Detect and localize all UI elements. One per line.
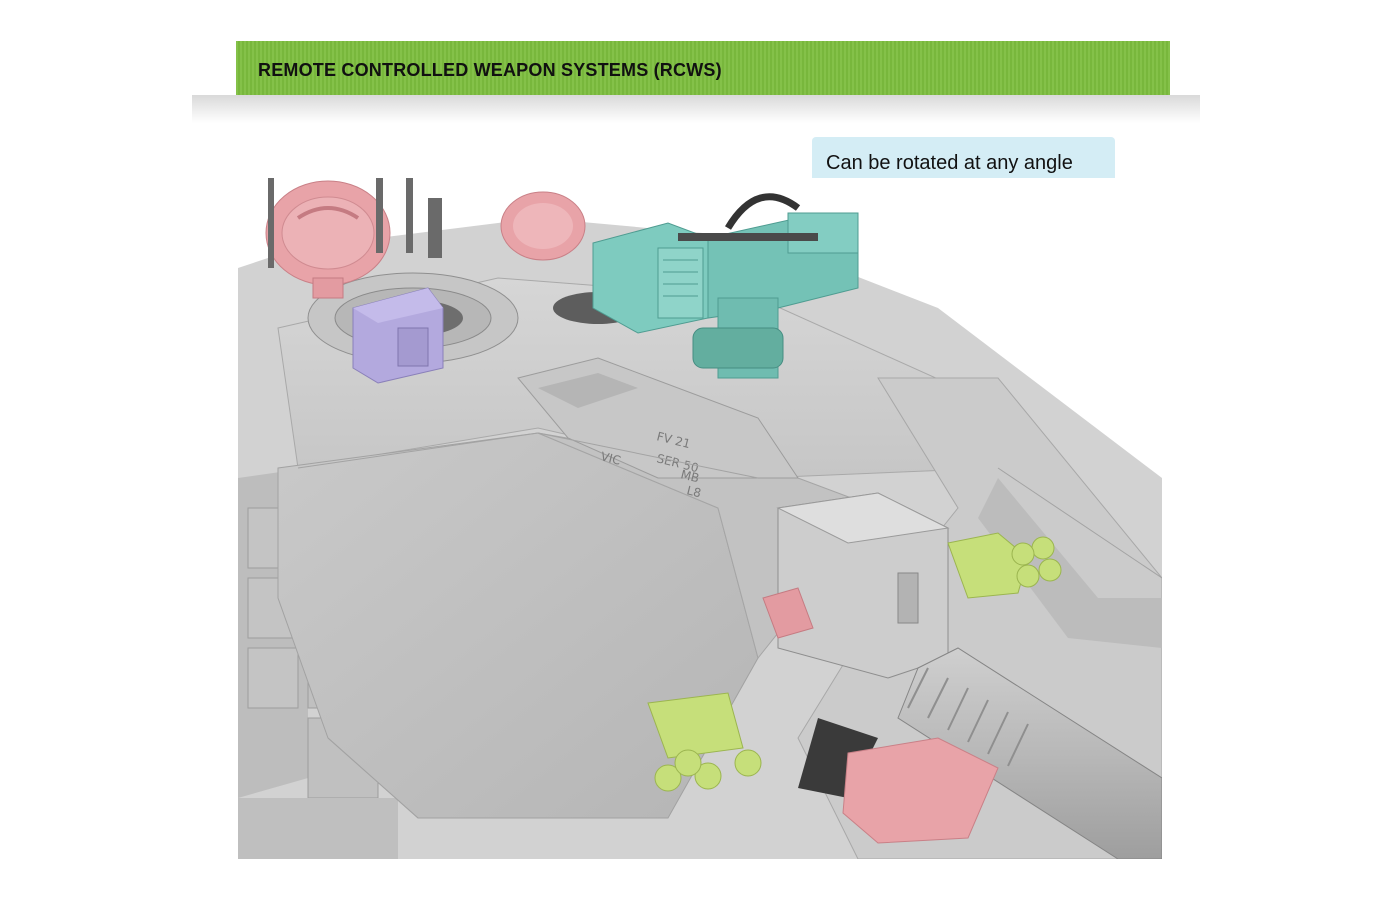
smoke-discharger-left: [647, 692, 762, 792]
turret-illustration: VIC FV 21 SER 50 MB L8: [238, 178, 1162, 859]
commander-sight: [352, 287, 444, 384]
rcws-weapon-station: [592, 193, 859, 379]
marking-l8: L8: [685, 483, 702, 500]
loader-hatch: [500, 191, 643, 324]
callout-text: Can be rotated at any angle: [826, 152, 1073, 174]
panel-lines: [297, 432, 1162, 819]
tank-turret-render: VIC FV 21 SER 50 MB L8: [238, 178, 1162, 859]
hull-markings: VIC FV 21 SER 50 MB L8: [599, 429, 702, 500]
gunner-sight-housing: [776, 492, 950, 679]
mantlet-cover: [842, 737, 999, 844]
page-title: REMOTE CONTROLLED WEAPON SYSTEMS (RCWS): [258, 60, 722, 80]
marking-vic: VIC: [599, 449, 622, 467]
header-shadow: [192, 95, 1200, 123]
antenna-masts: [268, 178, 442, 268]
header-band: REMOTE CONTROLLED WEAPON SYSTEMS (RCWS): [236, 41, 1170, 95]
commander-hatch: [265, 180, 391, 299]
marking-mb: MB: [679, 467, 700, 485]
smoke-discharger-right: [947, 532, 1062, 599]
pink-bracket: [762, 587, 814, 639]
